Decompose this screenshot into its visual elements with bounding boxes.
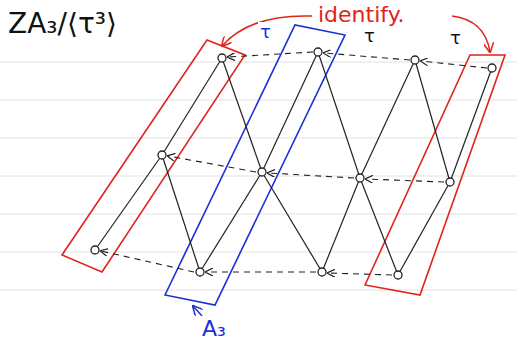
note-label: identify. <box>316 2 407 27</box>
quiver-arrows <box>95 52 492 275</box>
identified-band <box>62 40 245 272</box>
tau-label: τ <box>258 22 273 43</box>
tau-label: τ <box>448 28 463 49</box>
tau-arrows <box>101 52 487 275</box>
quiver-vertices <box>91 48 496 279</box>
title-label: ZA₃/⟨τ³⟩ <box>6 8 119 40</box>
tau-label: τ <box>362 26 377 47</box>
ruled-lines <box>0 62 517 290</box>
identified-band <box>365 55 505 295</box>
identify-leader <box>222 16 312 46</box>
slice-label: A₃ <box>200 316 228 341</box>
a3-slice-band <box>165 25 345 305</box>
a3-leader <box>193 306 202 316</box>
